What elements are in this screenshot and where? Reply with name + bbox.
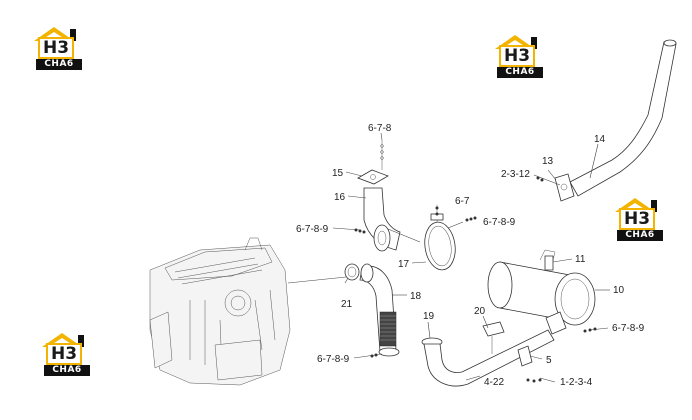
part-18-flex-pipe [359, 263, 400, 357]
part-21-clamp [344, 263, 360, 281]
part-20-bracket [482, 321, 505, 354]
part-15-gasket [357, 169, 389, 185]
callout-6-7-8-9-bottom: 6-7-8-9 [317, 354, 350, 365]
callout-4-22: 4-22 [484, 377, 504, 388]
callout-10: 10 [613, 285, 625, 296]
part-13-flange [554, 173, 575, 202]
callout-5: 5 [546, 355, 552, 366]
callout-20: 20 [474, 306, 486, 317]
part-17-clamp [424, 205, 456, 271]
callout-17: 17 [398, 259, 410, 270]
fastener-dots [354, 176, 597, 383]
callout-6-7-8-9-left: 6-7-8-9 [296, 224, 329, 235]
callout-6-7-8-top: 6-7-8 [368, 123, 392, 134]
logo-wordmark: CHA6 [617, 230, 663, 241]
logo-right: H3 CHA6 [615, 198, 671, 242]
callout-6-7-8-9-mid: 6-7-8-9 [483, 217, 516, 228]
part-16-elbow [363, 187, 401, 252]
leader-lines [287, 132, 610, 383]
callout-11: 11 [575, 254, 586, 265]
callout-1-2-3-4: 1-2-3-4 [560, 377, 593, 388]
logo-mark: H3 [38, 37, 74, 59]
callout-6-7: 6-7 [455, 196, 470, 207]
part-5-strap [517, 345, 533, 367]
logo-top-left: H3 CHA6 [34, 27, 90, 71]
logo-mark: H3 [46, 343, 82, 365]
part-11-bracket [544, 255, 554, 271]
part-10-muffler [487, 249, 596, 326]
callout-labels: 6-7-8 15 16 6-7-8-9 6-7 6-7-8-9 17 2-3-1… [296, 123, 645, 388]
callout-19: 19 [423, 311, 435, 322]
callout-21: 21 [341, 299, 353, 310]
callout-18: 18 [410, 291, 422, 302]
callout-15: 15 [332, 168, 344, 179]
callout-13: 13 [542, 156, 554, 167]
logo-top-middle: H3 CHA6 [495, 35, 551, 79]
logo-wordmark: CHA6 [497, 67, 543, 78]
part-14-stack [569, 39, 677, 197]
callout-6-7-8-9-right: 6-7-8-9 [612, 323, 645, 334]
logo-bottom-left: H3 CHA6 [42, 333, 98, 377]
logo-mark: H3 [499, 45, 535, 67]
bolt-stack-top [380, 140, 384, 170]
callout-14: 14 [594, 134, 606, 145]
logo-wordmark: CHA6 [44, 365, 90, 376]
callout-2-3-12: 2-3-12 [501, 169, 530, 180]
callout-16: 16 [334, 192, 346, 203]
part-19-pipe [421, 311, 567, 387]
logo-wordmark: CHA6 [36, 59, 82, 70]
logo-mark: H3 [619, 208, 655, 230]
engine-block [149, 237, 291, 386]
